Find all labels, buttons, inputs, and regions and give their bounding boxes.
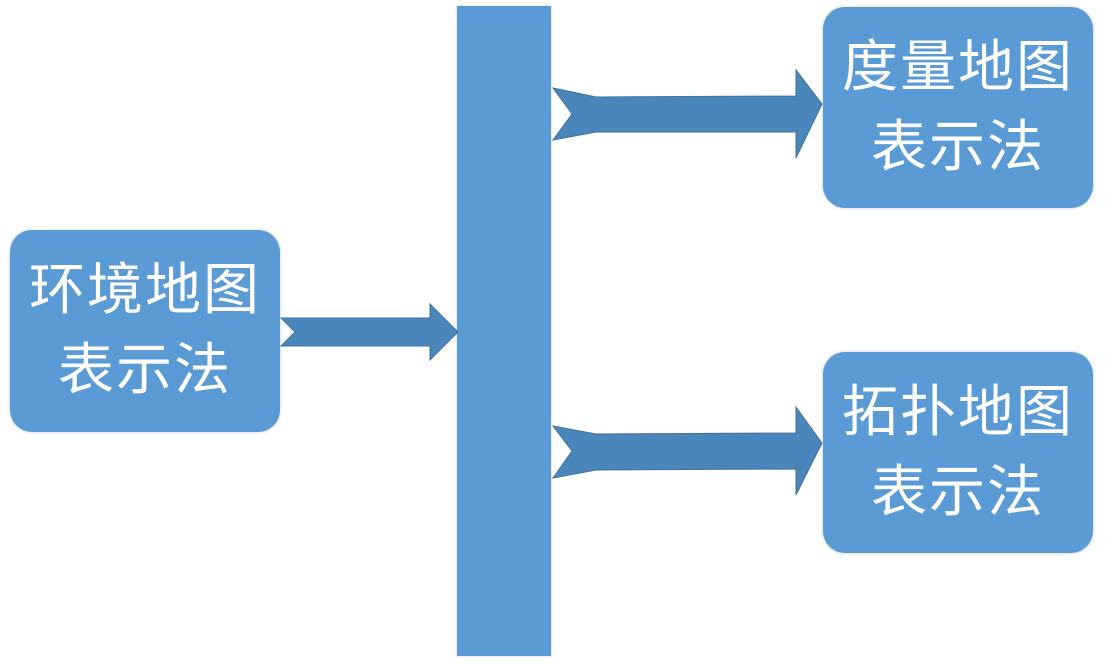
topological-map-label-line2: 表示法 (871, 459, 1045, 525)
central-bar (457, 6, 551, 656)
metric-map-node: 度量地图 表示法 (823, 7, 1093, 208)
environment-map-label-line1: 环境地图 (29, 258, 261, 323)
topological-map-node: 拓扑地图 表示法 (823, 352, 1093, 553)
environment-map-node: 环境地图 表示法 (10, 230, 280, 432)
arrow-source-to-bar (279, 302, 459, 362)
topological-map-label-line1: 拓扑地图 (842, 379, 1074, 445)
arrow-bar-to-topo (551, 405, 823, 496)
arrow-bar-to-metric (551, 68, 823, 159)
environment-map-label-line2: 表示法 (58, 338, 232, 403)
metric-map-label-line1: 度量地图 (842, 34, 1074, 100)
metric-map-label-line2: 表示法 (871, 114, 1045, 180)
